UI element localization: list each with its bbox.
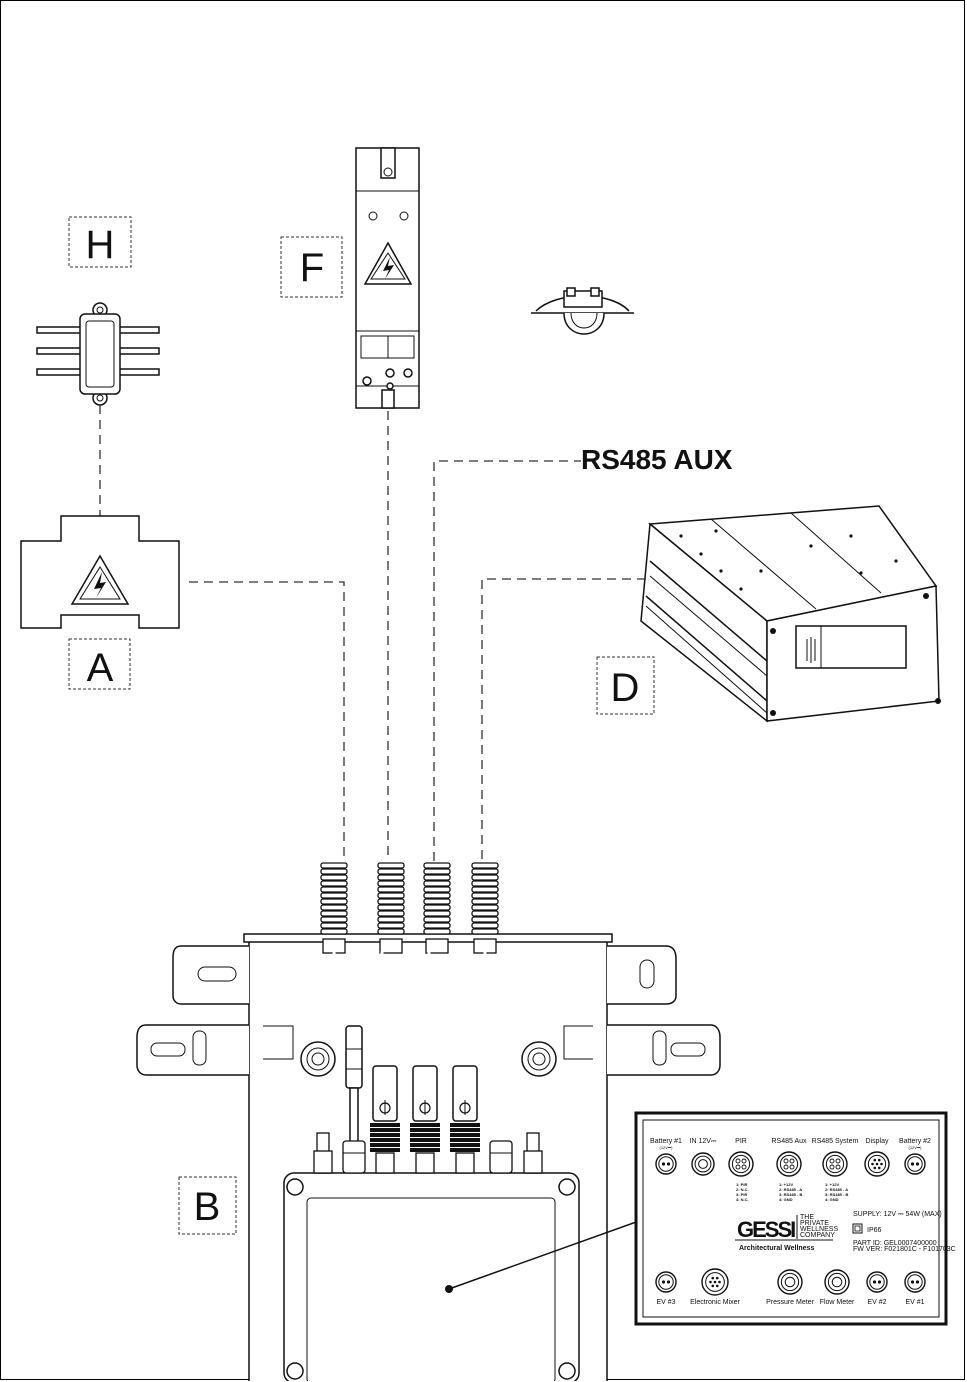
part-id: PART ID: GEL0007400000 — [853, 1240, 937, 1247]
port-label-display: Display — [866, 1138, 889, 1145]
connector-panel: Battery #1 (12V⎓) IN 12V⎓ PIR RS485 Aux … — [634, 1111, 956, 1326]
svg-text:1: +12V: 1: +12V — [779, 1182, 793, 1187]
connector-port-icon — [824, 1269, 850, 1295]
cable-connector — [370, 1065, 400, 1174]
svg-text:WELLNESS: WELLNESS — [800, 1226, 838, 1233]
component-h-junction: H — [36, 216, 160, 406]
port-label-battery1: Battery #1 — [650, 1138, 682, 1145]
cable-gland — [471, 862, 499, 954]
svg-text:3: RS485 - B: 3: RS485 - B — [825, 1192, 848, 1197]
port-label-ev2: EV #2 — [867, 1299, 886, 1306]
connector-port-icon — [776, 1151, 802, 1177]
svg-text:(12V⎓): (12V⎓) — [909, 1145, 923, 1150]
svg-text:1: PIR: 1: PIR — [736, 1182, 747, 1187]
side-gland — [342, 1140, 366, 1174]
connector-port-icon — [655, 1153, 677, 1175]
svg-text:(12V⎓): (12V⎓) — [660, 1145, 674, 1150]
ip-rating: IP66 — [867, 1227, 882, 1234]
component-b-main-box: B — [136, 862, 721, 1381]
side-gland — [489, 1140, 513, 1174]
svg-text:1: +12V: 1: +12V — [825, 1182, 839, 1187]
svg-text:3: PIR: 3: PIR — [736, 1192, 747, 1197]
port-label-ev3: EV #3 — [656, 1299, 675, 1306]
svg-text:THE: THE — [800, 1214, 814, 1221]
fw-version: FW VER: F021801C - F101703C — [853, 1246, 956, 1253]
connector-port-icon — [866, 1271, 888, 1293]
connector-port-icon — [777, 1269, 803, 1295]
supply-spec: SUPPLY: 12V ⎓ 54W (MAX) — [853, 1211, 942, 1218]
svg-text:PRIVATE: PRIVATE — [800, 1220, 829, 1227]
cable-gland — [423, 862, 451, 954]
svg-text:2: RS485 - A: 2: RS485 - A — [825, 1187, 848, 1192]
svg-text:3: RS485 - B: 3: RS485 - B — [779, 1192, 802, 1197]
cable-connector — [410, 1065, 440, 1174]
svg-text:COMPANY: COMPANY — [800, 1232, 835, 1239]
svg-text:4: GND: 4: GND — [825, 1197, 839, 1202]
component-d-enclosure: D — [596, 505, 947, 723]
mounting-stud — [523, 1132, 543, 1174]
connector-port-icon — [864, 1151, 890, 1177]
svg-text:4: N.C.: 4: N.C. — [736, 1197, 749, 1202]
component-a-breaker: A — [20, 515, 180, 690]
connector-port-icon — [691, 1152, 715, 1176]
port-label-rs485-aux: RS485 Aux — [771, 1138, 807, 1145]
port-label-electronic-mixer: Electronic Mixer — [690, 1299, 740, 1306]
label-d: D — [611, 666, 640, 710]
svg-text:4: GND: 4: GND — [779, 1197, 793, 1202]
connector-port-icon — [655, 1271, 677, 1293]
connector-port-icon — [822, 1151, 848, 1177]
mounting-stud — [313, 1132, 333, 1174]
brand-subtitle: Architectural Wellness — [739, 1245, 814, 1252]
port-label-pressure-meter: Pressure Meter — [766, 1299, 815, 1306]
connector-port-icon — [728, 1151, 754, 1177]
cable-connector — [450, 1065, 480, 1174]
port-label-in12v: IN 12V⎓ — [690, 1138, 717, 1145]
label-a: A — [87, 646, 114, 690]
label-h: H — [86, 223, 115, 267]
label-f: F — [300, 246, 324, 290]
component-f-pir-sensor: F — [280, 128, 634, 409]
port-label-pir: PIR — [735, 1138, 747, 1145]
connector-port-icon — [904, 1153, 926, 1175]
label-b: B — [194, 1185, 221, 1229]
label-rs485-aux: RS485 AUX — [581, 444, 733, 475]
svg-text:2: N.C.: 2: N.C. — [736, 1187, 749, 1192]
cable-gland — [377, 862, 405, 954]
port-label-flow-meter: Flow Meter — [820, 1299, 855, 1306]
brand-logo: GESSI — [737, 1217, 795, 1242]
connector-port-icon — [701, 1268, 729, 1296]
port-label-rs485-system: RS485 System — [812, 1138, 859, 1145]
port-label-ev1: EV #1 — [905, 1299, 924, 1306]
svg-text:2: RS485 - A: 2: RS485 - A — [779, 1187, 802, 1192]
port-label-battery2: Battery #2 — [899, 1138, 931, 1145]
connector-port-icon — [904, 1271, 926, 1293]
cable-gland — [320, 862, 348, 954]
